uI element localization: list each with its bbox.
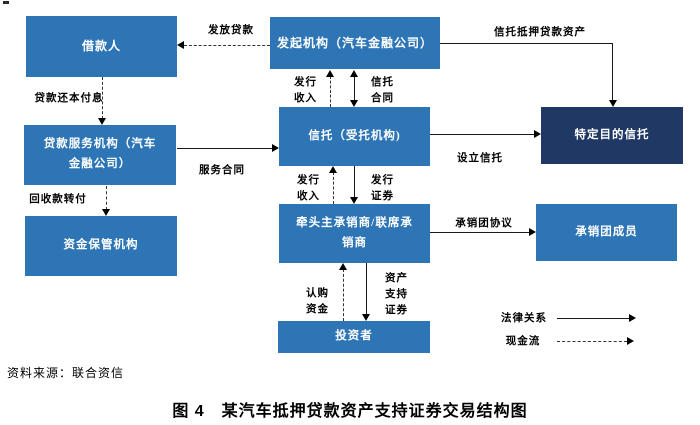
edge-line-grant-loan [184, 45, 270, 46]
legend-label-cash-flow: 现金流 [505, 336, 541, 347]
edge-line-subscription-funds [343, 269, 344, 321]
edge-label-trust-contract: 信托合同 [371, 77, 394, 104]
arrowhead-left-icon [177, 41, 184, 49]
edge-line-principal-interest [102, 77, 103, 119]
edge-line-service-contract [177, 148, 272, 149]
edge-line-establish-trust [430, 134, 534, 135]
legend-line-cash-flow [557, 341, 627, 342]
edge-label-collection-transfer: 回收款转付 [29, 194, 87, 205]
node-syndicate-members: 承销团成员 [536, 204, 677, 261]
edge-label-grant-loan: 发放贷款 [208, 25, 254, 36]
arrowhead-right-icon [529, 228, 536, 236]
node-loan-servicer: 贷款服务机构（汽车金融公司） [24, 125, 176, 185]
stray-mark [3, 1, 9, 4]
edge-line-trust-contract [354, 76, 355, 101]
edge-line-issuance-income-upper [330, 76, 331, 107]
arrowhead-down-icon [350, 100, 358, 107]
node-trust: 信托（受托机构) [279, 107, 430, 166]
source-note: 资料来源：联合资信 [7, 366, 125, 380]
node-lead-underwriter: 牵头主承销商/联席承销商 [279, 204, 430, 263]
node-fund-custodian: 资金保管机构 [25, 216, 177, 276]
edge-label-issuance-income-lower: 发行收入 [297, 175, 320, 202]
arrowhead-down-icon [350, 197, 358, 204]
edge-line-issue-securities [354, 166, 355, 197]
edge-label-principal-interest: 贷款还本付息 [34, 93, 104, 104]
arrowhead-right-icon [272, 144, 279, 152]
arrowhead-up-icon [350, 70, 358, 77]
node-special-purpose-trust: 特定目的信托 [541, 107, 683, 164]
edge-line-collection-transfer [106, 186, 107, 210]
edge-label-subscription-funds: 认购资金 [306, 288, 329, 315]
arrowhead-down-icon [98, 118, 106, 125]
arrowhead-down-icon [609, 100, 617, 107]
edge-line-issuance-income-lower [333, 172, 334, 204]
edge-line-abs [366, 263, 367, 314]
arrowhead-up-icon [329, 166, 337, 173]
edge-line-underwriting-agreement [430, 232, 529, 233]
edge-label-service-contract: 服务合同 [199, 165, 245, 176]
edge-label-issue-securities: 发行证券 [371, 175, 394, 202]
arrowhead-down-icon [362, 314, 370, 321]
edge-line-entrust-assets-h [440, 43, 613, 44]
edge-label-abs: 资产支持证券 [385, 273, 408, 316]
edge-label-issuance-income-upper: 发行收入 [294, 77, 317, 104]
edge-label-entrust-assets: 信托抵押贷款资产 [494, 27, 586, 38]
legend-line-legal-relation [557, 318, 629, 319]
arrowhead-right-icon [534, 130, 541, 138]
edge-label-underwriting-agreement: 承销团协议 [455, 218, 513, 229]
edge-line-entrust-assets-v [612, 43, 613, 100]
arrowhead-down-icon [102, 209, 110, 216]
arrowhead-up-icon [326, 70, 334, 77]
legend-label-legal-relation: 法律关系 [501, 313, 547, 324]
arrowhead-right-icon [629, 314, 636, 322]
node-borrower: 借款人 [26, 16, 177, 77]
edge-label-establish-trust: 设立信托 [457, 153, 503, 164]
node-originator: 发起机构（汽车金融公司） [270, 17, 440, 69]
arrowhead-up-icon [339, 263, 347, 270]
node-investors: 投资者 [278, 321, 430, 353]
figure-caption: 图 4 某汽车抵押贷款资产支持证券交易结构图 [172, 403, 528, 420]
arrowhead-right-icon [627, 337, 634, 345]
